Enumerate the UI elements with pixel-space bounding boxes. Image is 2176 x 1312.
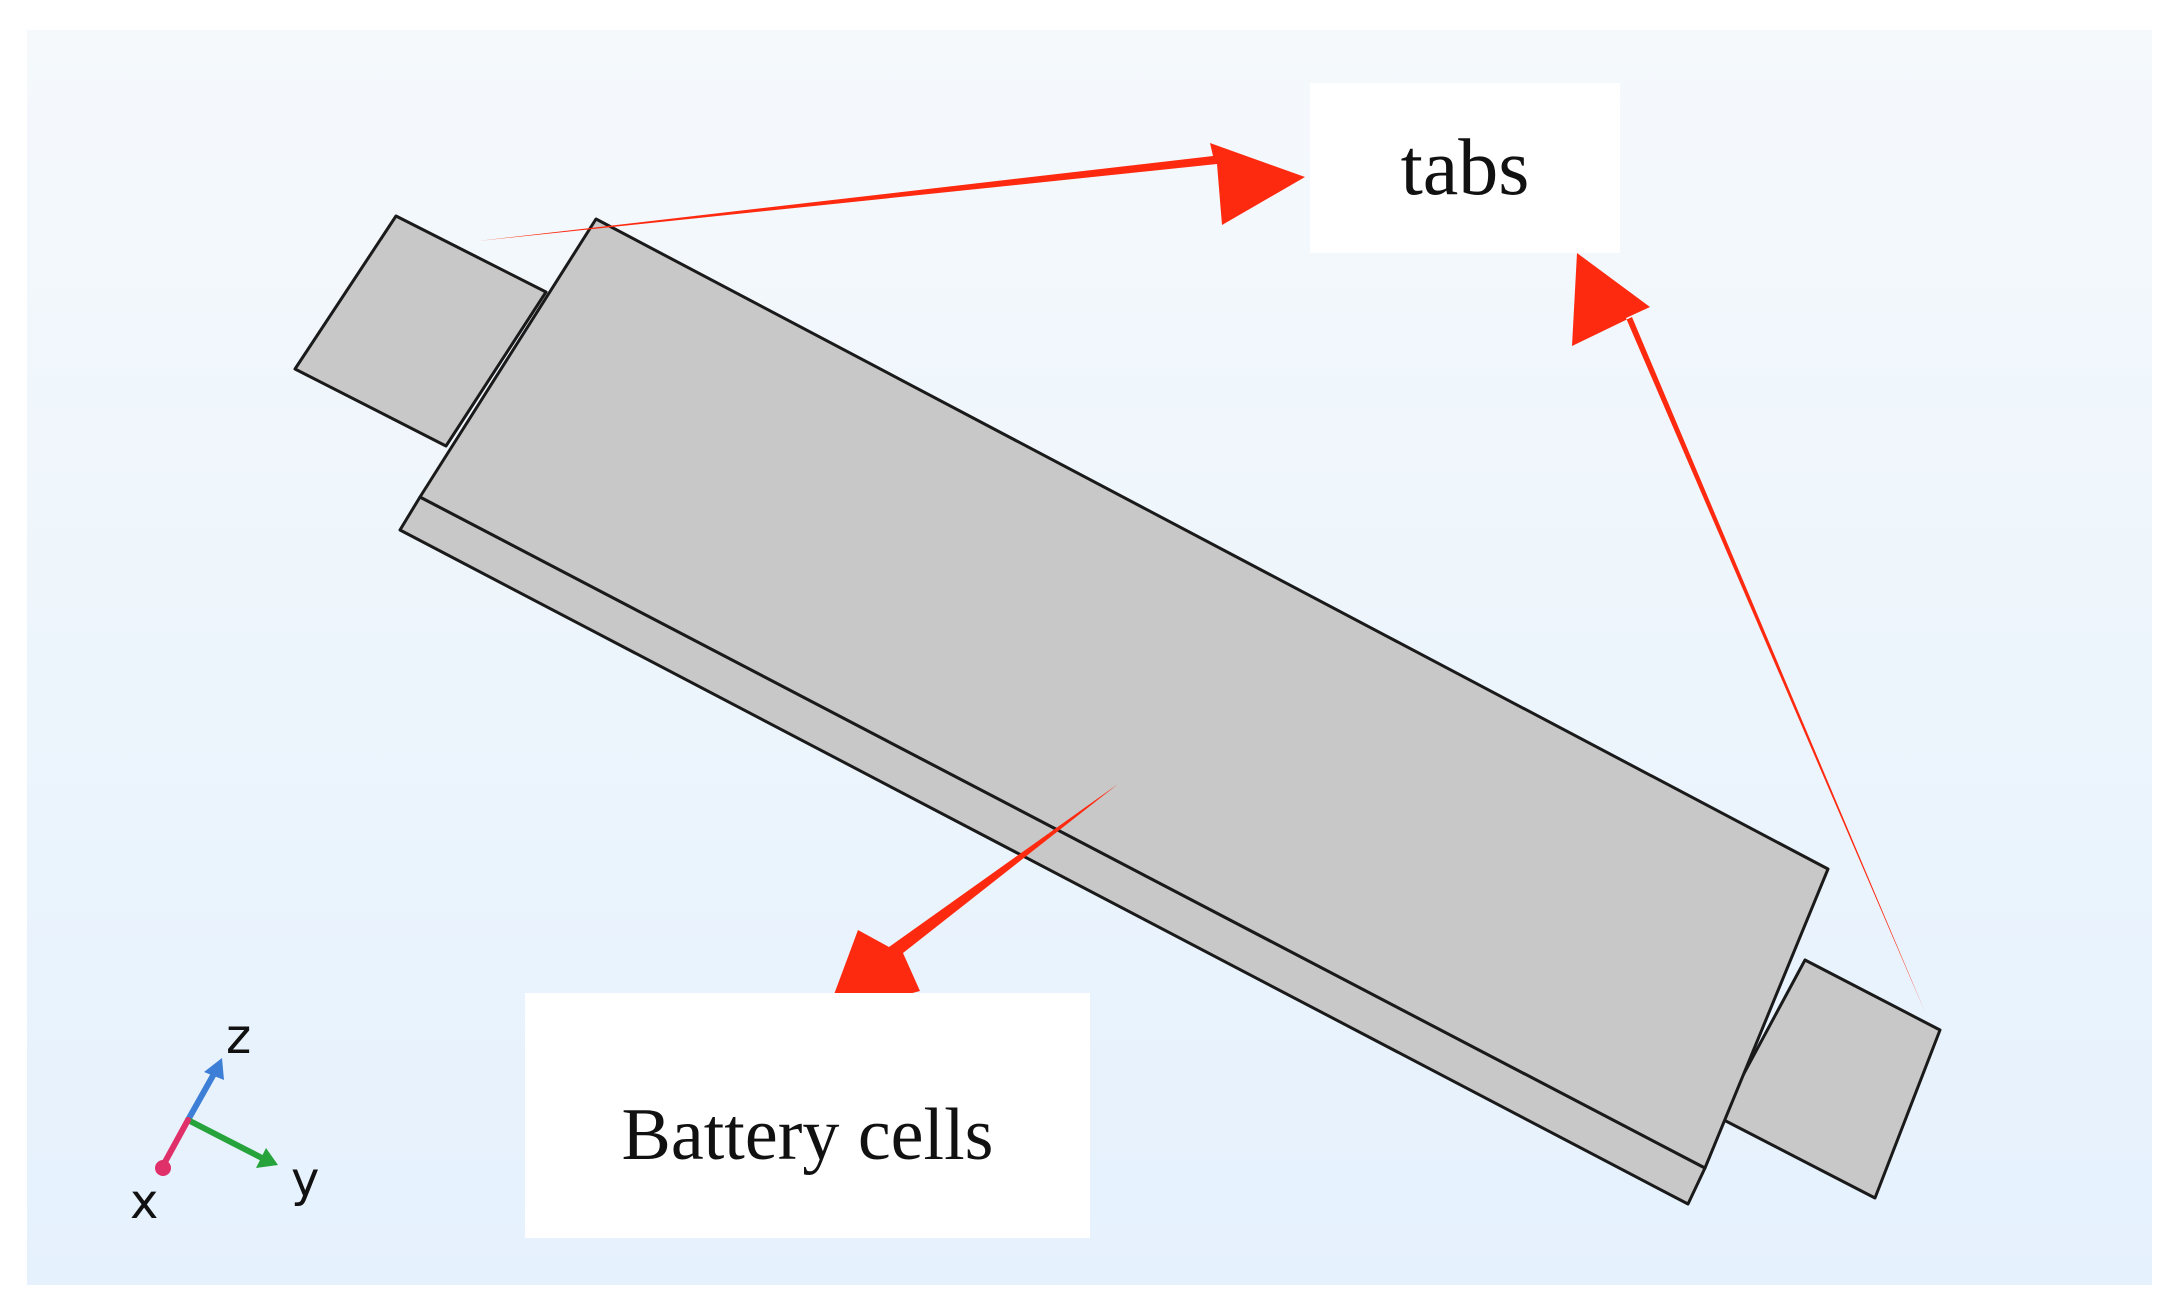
y-axis-line (185, 1117, 265, 1161)
tabs-label: tabs (1400, 123, 1530, 212)
x-axis-arrowhead (155, 1160, 171, 1176)
battery-cell-top-face (418, 217, 1830, 1170)
battery-cells-label: Battery cells (621, 1094, 994, 1176)
z-axis-line (185, 1069, 218, 1123)
tabs-label-box: tabs (1310, 83, 1620, 253)
x-axis-line (162, 1117, 191, 1165)
y-axis-arrowhead (256, 1148, 278, 1168)
left-tab (293, 214, 548, 448)
z-axis-label: z (226, 1009, 251, 1065)
battery-cells-label-box: Battery cells (525, 993, 1090, 1238)
x-axis-label: x (130, 1174, 158, 1230)
axis-triad: z y x (130, 1009, 319, 1230)
z-axis-arrowhead (204, 1058, 224, 1080)
arrow-to-battery-cells (826, 784, 1118, 1016)
arrow-to-tabs-left (478, 143, 1305, 241)
y-axis-label: y (291, 1152, 319, 1208)
arrow-to-tabs-right (1572, 253, 1925, 1012)
